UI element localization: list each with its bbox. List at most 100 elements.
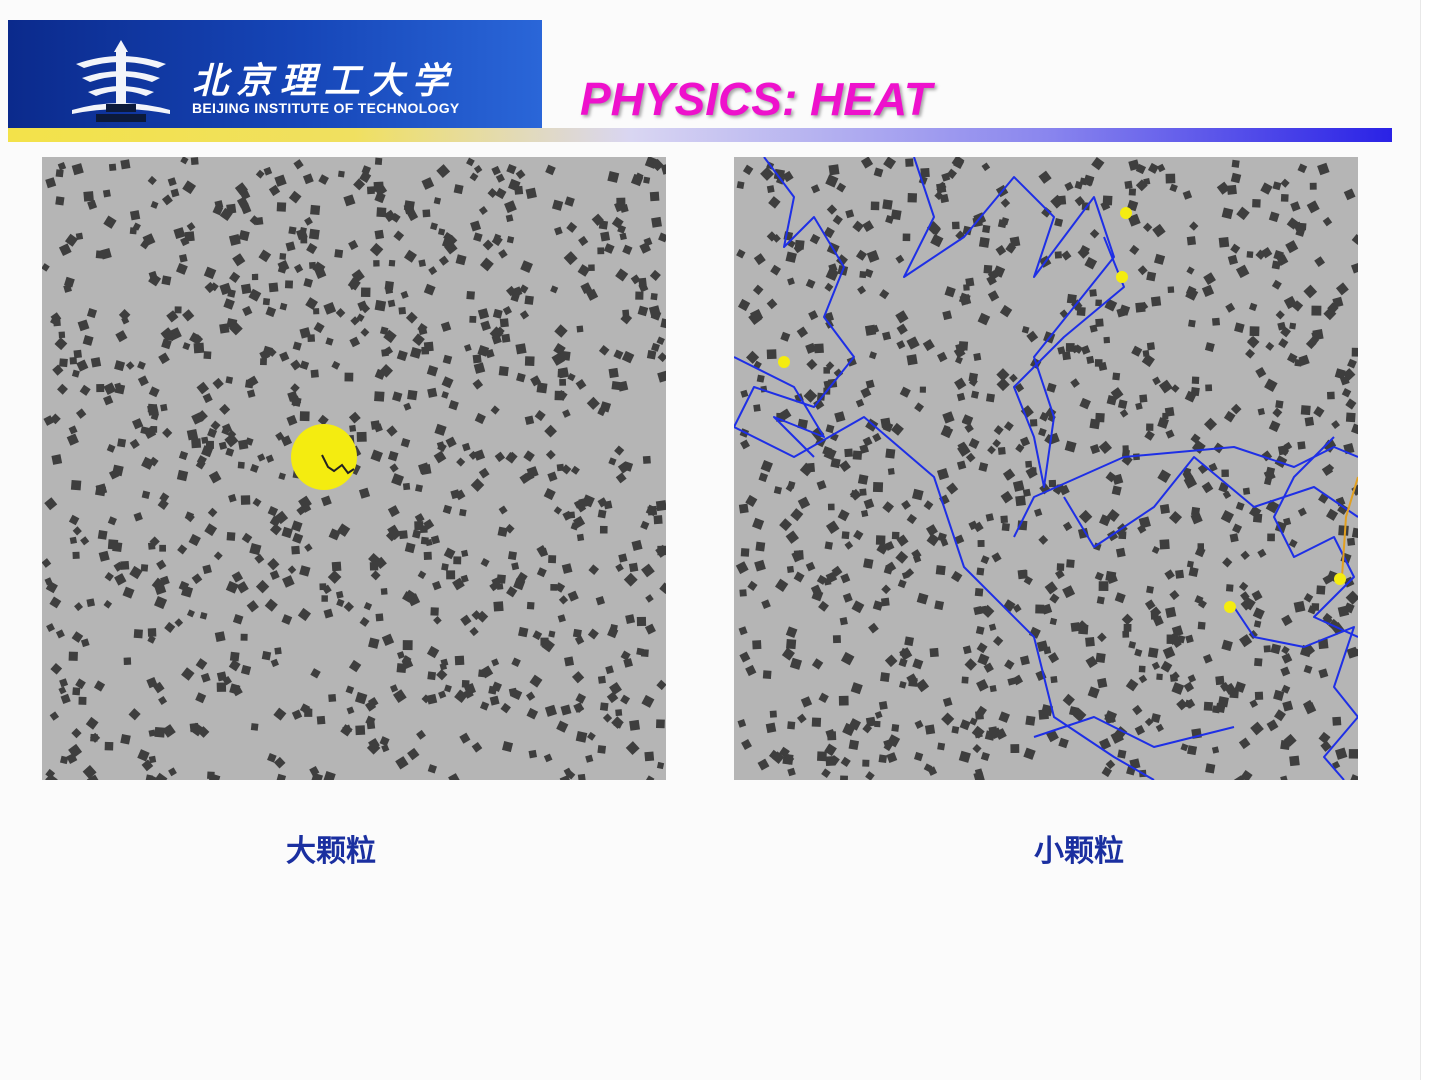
gas-molecule (384, 285, 394, 295)
gas-molecule (212, 204, 224, 216)
gas-molecule (902, 233, 911, 242)
gas-molecule (1332, 296, 1344, 308)
gas-molecule (547, 471, 558, 482)
gas-molecule (650, 309, 662, 321)
gas-molecule (1152, 376, 1161, 386)
gas-molecule (747, 580, 758, 591)
gas-molecule (336, 523, 351, 537)
gas-molecule (1022, 488, 1031, 497)
gas-molecule (412, 333, 425, 346)
gas-molecule (1146, 423, 1154, 431)
gas-molecule (55, 629, 65, 639)
gas-molecule (899, 647, 911, 659)
gas-molecule (649, 269, 661, 281)
gas-molecule (1095, 299, 1102, 307)
gas-molecule (150, 200, 159, 209)
gas-molecule (1127, 213, 1141, 227)
gas-molecule (1123, 623, 1132, 632)
gas-molecule (646, 349, 657, 360)
gas-molecule (184, 511, 195, 521)
gas-molecule (381, 348, 389, 357)
gas-molecule (1242, 487, 1251, 495)
gas-molecule (937, 742, 946, 751)
gas-molecule (930, 233, 944, 248)
gas-molecule (886, 734, 901, 748)
gas-molecule (785, 483, 795, 493)
gas-molecule (766, 185, 775, 193)
gas-molecule (422, 209, 431, 218)
gas-molecule (597, 497, 608, 508)
brownian-trace (1033, 716, 1235, 748)
gas-molecule (1094, 571, 1104, 581)
gas-molecule (473, 362, 486, 374)
gas-molecule (1229, 533, 1239, 543)
gas-molecule (1203, 701, 1213, 711)
gas-molecule (103, 382, 117, 396)
gas-molecule (72, 526, 82, 536)
gas-molecule (396, 350, 408, 362)
gas-molecule (267, 505, 279, 517)
gas-molecule (587, 628, 599, 640)
gas-molecule (1019, 436, 1031, 447)
gas-molecule (1187, 674, 1197, 683)
gas-molecule (216, 682, 227, 692)
gas-molecule (630, 274, 641, 285)
gas-molecule (1118, 531, 1127, 540)
gas-molecule (358, 487, 371, 499)
gas-molecules (735, 157, 1358, 780)
gas-molecule (454, 489, 466, 501)
gas-molecule (937, 532, 947, 543)
gas-molecule (739, 651, 751, 663)
gas-molecule (752, 284, 764, 296)
gas-molecule (510, 292, 520, 303)
gas-molecule (125, 361, 135, 370)
gas-molecule (1064, 181, 1074, 191)
gas-molecule (645, 775, 655, 780)
gas-molecule (865, 716, 876, 727)
gas-molecule (441, 376, 454, 389)
gas-molecule (977, 312, 991, 326)
gas-molecule (961, 414, 973, 426)
gas-molecule (436, 164, 451, 179)
gas-molecule (901, 500, 911, 510)
gas-molecule (146, 676, 158, 689)
gas-molecule (492, 335, 501, 344)
gas-molecule (45, 774, 56, 780)
gas-molecule (882, 331, 892, 341)
gas-molecule (323, 302, 337, 315)
gas-molecule (430, 535, 440, 545)
gas-molecule (554, 226, 563, 236)
gas-molecule (836, 182, 847, 193)
gas-molecule (276, 773, 287, 780)
gas-molecule (519, 310, 530, 320)
gas-molecule (428, 266, 438, 276)
gas-molecule (839, 460, 851, 472)
gas-molecule (229, 321, 243, 336)
gas-molecules (42, 157, 666, 780)
gas-molecule (45, 177, 57, 189)
gas-molecule (469, 626, 479, 637)
gas-molecule (577, 264, 591, 277)
gas-molecule (651, 342, 660, 352)
gas-molecule (1085, 636, 1095, 647)
gas-molecule (622, 244, 633, 255)
gas-molecule (782, 170, 794, 183)
gas-molecule (290, 383, 300, 393)
gas-molecule (381, 633, 395, 647)
gas-molecule (1318, 493, 1329, 504)
gas-molecule (563, 251, 578, 266)
gas-molecule (1297, 441, 1306, 450)
gas-molecule (787, 767, 796, 777)
gas-molecule (1225, 584, 1234, 592)
gas-molecule (996, 368, 1010, 382)
gas-molecule (203, 266, 217, 280)
gas-molecule (519, 473, 531, 485)
gas-molecule (554, 390, 565, 401)
gas-molecule (258, 249, 272, 263)
gas-molecule (650, 292, 658, 301)
gas-molecule (504, 523, 515, 534)
gas-molecule (570, 465, 580, 475)
gas-molecule (850, 682, 863, 695)
gas-molecule (631, 539, 643, 551)
gas-molecule (591, 213, 605, 226)
